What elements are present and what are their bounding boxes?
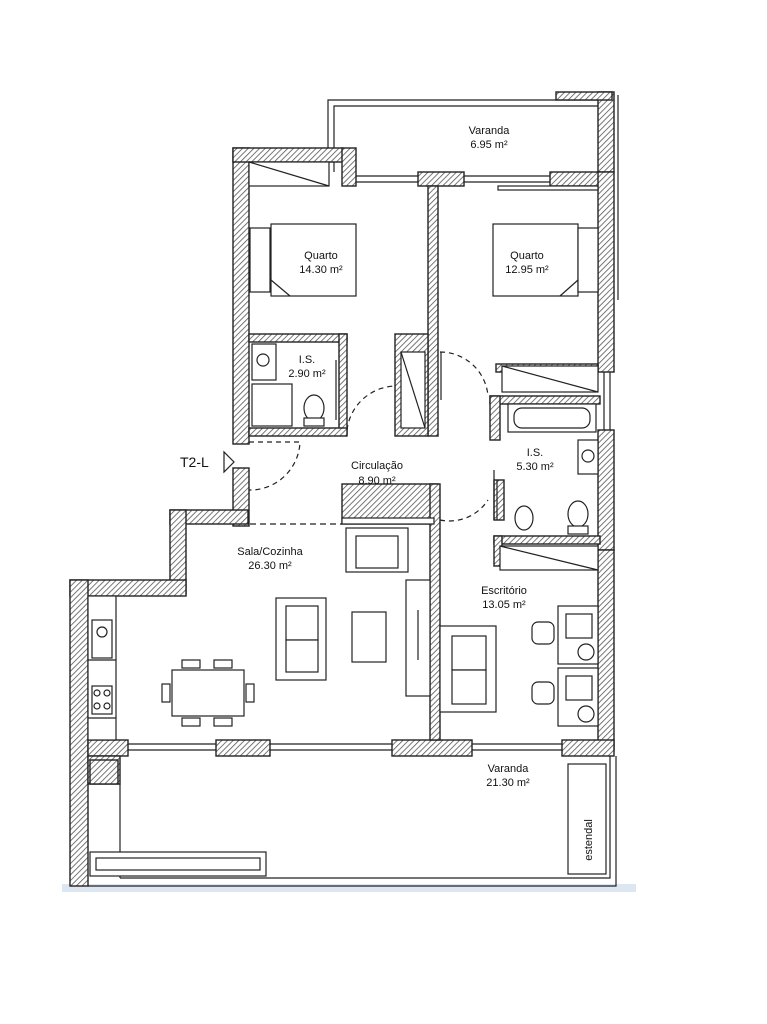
room-name-quarto-left: Quarto — [304, 250, 338, 262]
room-area-escritorio: 13.05 m² — [482, 599, 526, 611]
room-area-varanda-bottom: 21.30 m² — [486, 777, 530, 789]
room-name-varanda-top: Varanda — [469, 125, 511, 137]
doors — [248, 351, 495, 522]
footer-strip — [62, 884, 636, 892]
room-name-is-left: I.S. — [299, 354, 316, 366]
room-area-quarto-right: 12.95 m² — [505, 264, 549, 276]
furniture — [87, 161, 607, 877]
room-area-quarto-left: 14.30 m² — [299, 264, 343, 276]
room-area-is-right: 5.30 m² — [516, 461, 554, 473]
room-area-sala: 26.30 m² — [248, 560, 292, 572]
room-area-varanda-top: 6.95 m² — [470, 139, 508, 151]
entry-arrow-icon — [223, 450, 235, 474]
estendal-label: estendal — [583, 819, 595, 861]
unit-tag: T2-L — [180, 454, 209, 470]
room-name-escritorio: Escritório — [481, 585, 527, 597]
room-name-varanda-bottom: Varanda — [488, 763, 530, 775]
room-labels: Varanda 6.95 m² Quarto 14.30 m² Quarto 1… — [237, 125, 595, 861]
room-area-is-left: 2.90 m² — [288, 368, 326, 380]
windows — [128, 175, 611, 751]
room-name-circulacao: Circulação — [351, 460, 403, 472]
room-name-sala: Sala/Cozinha — [237, 546, 303, 558]
room-name-is-right: I.S. — [527, 447, 544, 459]
room-area-circulacao: 8.90 m² — [358, 475, 396, 487]
room-name-quarto-right: Quarto — [510, 250, 544, 262]
